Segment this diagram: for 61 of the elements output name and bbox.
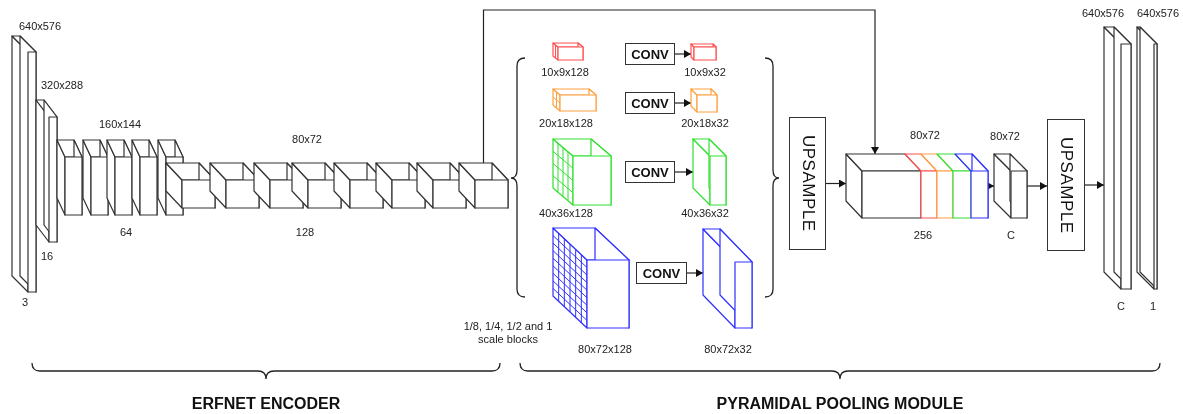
feature-map-block: [131, 139, 158, 216]
feature-map-block: [552, 88, 597, 112]
operation-box: CONV: [625, 161, 675, 183]
feature-map-block: [209, 162, 260, 209]
operation-box: CONV: [625, 92, 675, 114]
dimension-label: 3: [21, 296, 29, 309]
dimension-label: 640x576: [1081, 7, 1125, 20]
dimension-label: 80x72: [910, 129, 940, 142]
feature-map-block: [690, 43, 717, 61]
feature-map-block: [993, 153, 1028, 219]
arrow: [825, 179, 847, 188]
dimension-label: 640x576: [18, 20, 62, 33]
dimension-label: 80x72x32: [704, 343, 752, 356]
feature-map-block: [552, 227, 630, 329]
feature-map-block: [692, 138, 727, 206]
section-title: PYRAMIDAL POOLING MODULE: [716, 394, 964, 413]
dimension-label: 320x288: [40, 79, 84, 92]
dimension-label: 80x72: [292, 133, 322, 146]
feature-map-block: [1103, 26, 1132, 290]
feature-map-block: [845, 153, 989, 219]
dimension-label: C: [1117, 300, 1125, 313]
feature-map-block: [552, 138, 612, 206]
dimension-label: 640x576: [1136, 7, 1180, 20]
dimension-label: C: [1007, 229, 1015, 242]
feature-map-block: [56, 139, 83, 216]
dimension-label: 20x18x128: [539, 117, 593, 130]
dimension-label: 80x72x128: [578, 343, 632, 356]
feature-map-block: [552, 42, 584, 61]
arrow: [686, 269, 704, 277]
process-block: UPSAMPLE: [789, 117, 826, 250]
dimension-label: 128: [295, 226, 315, 239]
arrow: [482, 9, 879, 164]
arrow: [674, 50, 692, 58]
dimension-label: 256: [913, 229, 933, 242]
feature-map-block: [82, 139, 109, 216]
feature-map-block: [106, 139, 133, 216]
dimension-label: 64: [119, 226, 133, 239]
dimension-label: 16: [40, 250, 54, 263]
dimension-label: 1: [1149, 300, 1157, 313]
feature-map-block: [165, 162, 216, 209]
dimension-label: 40x36x32: [681, 207, 729, 220]
feature-map-block: [1136, 26, 1158, 290]
feature-map-block: [11, 35, 37, 293]
arrow: [674, 168, 694, 176]
dimension-label: 20x18x32: [681, 117, 729, 130]
dimension-label: 10x9x128: [541, 66, 589, 79]
arrow: [674, 99, 692, 107]
arrow: [1084, 181, 1105, 189]
process-block: UPSAMPLE: [1047, 119, 1085, 251]
section-title: ERFNET ENCODER: [191, 394, 341, 413]
dimension-label: 80x72: [990, 130, 1020, 143]
operation-box: CONV: [636, 262, 687, 284]
dimension-label: 40x36x128: [539, 207, 593, 220]
feature-map-block: [458, 162, 509, 209]
operation-box: CONV: [625, 43, 675, 65]
feature-map-block: [702, 228, 753, 329]
dimension-label: 160x144: [98, 118, 142, 131]
feature-map-block: [690, 88, 718, 113]
feature-map-block: [35, 99, 58, 243]
dimension-label: 10x9x32: [684, 66, 726, 79]
note-text: 1/8, 1/4, 1/2 and 1 scale blocks: [462, 320, 554, 346]
